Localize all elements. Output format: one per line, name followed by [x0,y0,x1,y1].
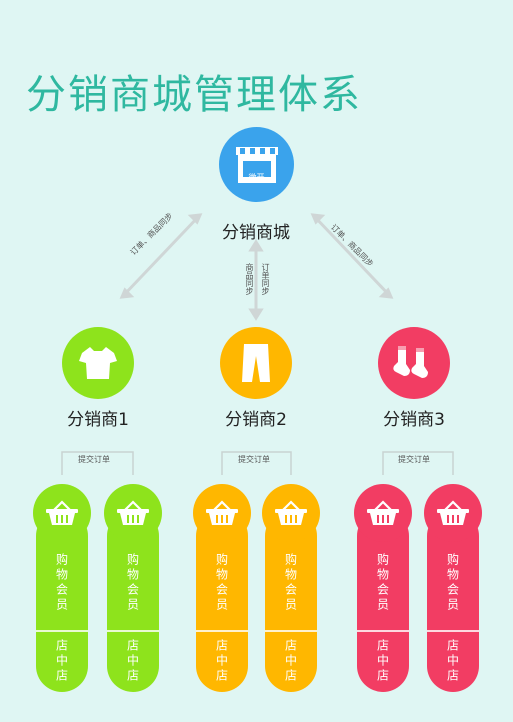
member-pill-top-label: 购物会员 [54,553,69,613]
member-pill-top-label: 购物会员 [445,553,460,613]
pants-icon [242,344,270,382]
member-pill-bottom-label: 店中店 [375,638,390,684]
member-pill-top-label: 购物会员 [283,553,298,613]
bracket-1 [61,451,134,475]
basket-icon [424,484,482,542]
distributor-2-label: 分销商2 [225,410,287,430]
link-label-middle-b: 订单同步 [261,263,270,295]
member-pill-top-label: 购物会员 [125,553,140,613]
tshirt-icon [79,347,117,379]
page-title: 分销商城管理体系 [26,72,362,118]
arrow-middle-head-bottom [248,308,264,321]
member-pill-divider [427,630,479,632]
arrow-left-line [120,213,202,299]
member-pill-divider [357,630,409,632]
arrow-middle-head-top [248,239,264,252]
basket-icon [262,484,320,542]
member-pill-bottom-label: 店中店 [445,638,460,684]
center-badge: 微开 [248,173,265,182]
distributor-3-submit: 提交订单 [398,455,430,464]
arrow-left-head-top [187,213,203,225]
bracket-3 [382,451,454,475]
distributor-3-label: 分销商3 [383,410,445,430]
member-pill-bottom-label: 店中店 [125,638,140,684]
basket-icon [193,484,251,542]
arrow-right-line [311,213,393,299]
distributor-1-label: 分销商1 [67,410,129,430]
arrow-left-head-bottom [119,287,135,299]
basket-icon [33,484,91,542]
basket-icon [104,484,162,542]
storefront-icon [235,146,278,183]
member-pill-divider [107,630,159,632]
bracket-2 [221,451,292,475]
distributor-1-submit: 提交订单 [78,455,110,464]
basket-icon [354,484,412,542]
socks-icon [393,346,428,378]
member-pill-divider [265,630,317,632]
member-pill-bottom-label: 店中店 [283,638,298,684]
arrow-right-head-top [310,213,326,225]
member-pill-divider [36,630,88,632]
arrow-right-head-bottom [378,287,394,299]
distributor-2-circle [220,327,292,399]
distributor-3-circle [378,327,450,399]
distributor-1-circle [62,327,134,399]
member-pill-top-label: 购物会员 [214,553,229,613]
center-node-circle: 微开 [219,127,294,202]
member-pill-divider [196,630,248,632]
center-node-label: 分销商城 [222,223,290,243]
member-pill-bottom-label: 店中店 [54,638,69,684]
link-label-middle-a: 商品同步 [245,263,254,295]
distributor-2-submit: 提交订单 [238,455,270,464]
member-pill-bottom-label: 店中店 [214,638,229,684]
member-pill-top-label: 购物会员 [375,553,390,613]
